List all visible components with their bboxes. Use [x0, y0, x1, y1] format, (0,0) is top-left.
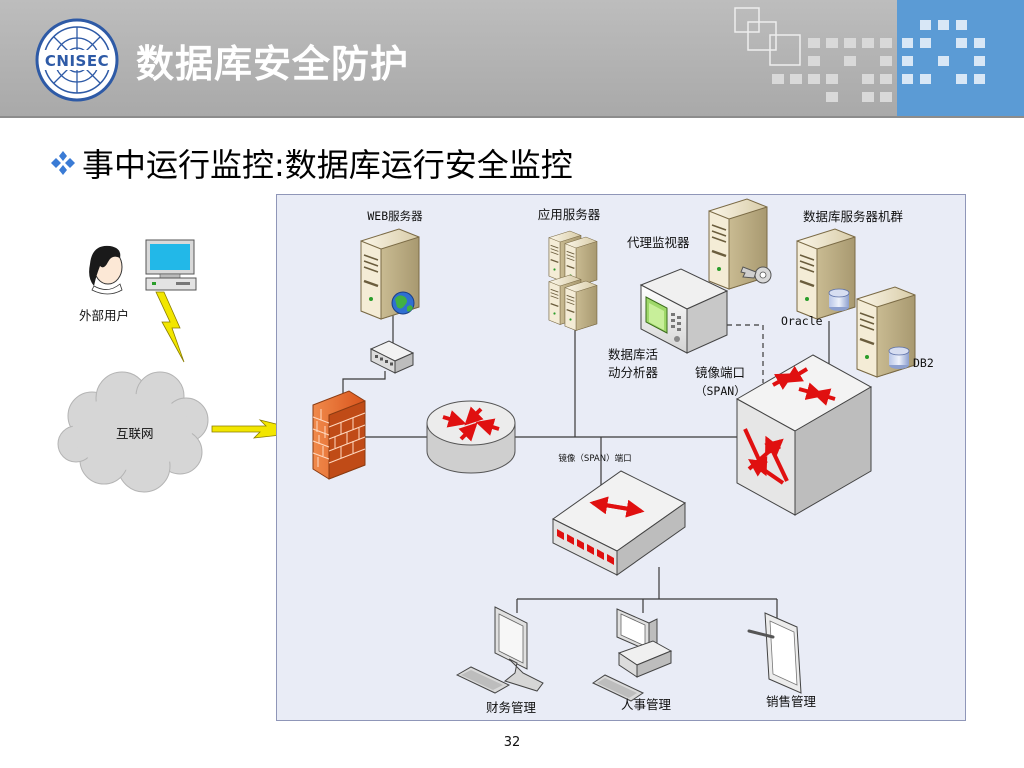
header-accent-block — [897, 0, 1024, 116]
logo-text: CNISEC — [45, 52, 109, 70]
desktop-workstation-icon — [591, 608, 673, 702]
layer3-switch-icon — [735, 354, 873, 516]
link-firewall-hub — [342, 371, 386, 395]
cloud-icon — [57, 371, 209, 493]
mirror-port-label-line2: （SPAN） — [695, 384, 746, 398]
router-icon — [426, 400, 516, 474]
mirror-port-label-line1: 镜像端口 — [695, 365, 746, 380]
database-server-icon — [855, 285, 917, 379]
db-cluster-label: 数据库服务器机群 — [802, 209, 904, 224]
internet-label: 互联网 — [116, 426, 154, 441]
access-switch-icon — [552, 470, 686, 576]
cnisec-logo: CNISEC — [35, 18, 119, 102]
page-number: 32 — [503, 735, 521, 750]
header-decoration — [734, 7, 985, 102]
web-server-label: WEB服务器 — [367, 209, 423, 223]
analyzer-device-icon — [639, 268, 729, 354]
lcd-workstation-icon — [455, 606, 544, 694]
database-server-icon — [795, 227, 857, 321]
user-head-icon — [89, 245, 123, 295]
server-key-icon — [707, 197, 772, 291]
app-server-label: 应用服务器 — [537, 207, 601, 222]
lightning-link-icon — [155, 291, 185, 363]
external-user-label: 外部用户 — [79, 308, 130, 323]
network-diagram: WEB服务器 应用服务器 代理监视器 数据库服务器机群 Oracle DB2 数… — [276, 194, 966, 721]
network-diagram-canvas — [312, 197, 917, 702]
proxy-monitor-label: 代理监视器 — [627, 235, 690, 250]
db2-label: DB2 — [913, 356, 934, 370]
sales-label: 销售管理 — [765, 694, 817, 709]
server-stack-icon — [548, 230, 598, 332]
span-mirror-link — [727, 324, 764, 383]
desktop-computer-icon — [145, 239, 197, 291]
hub-icon — [369, 340, 415, 374]
page-title: 数据库安全防护 — [136, 42, 410, 86]
access-switch-label: 镜像（SPAN）端口 — [558, 454, 632, 464]
bullet-line: 事中运行监控:数据库运行安全监控 — [50, 140, 573, 186]
finance-label: 财务管理 — [485, 700, 537, 715]
header-divider — [0, 116, 1024, 118]
hr-label: 人事管理 — [620, 697, 672, 712]
analyzer-label-line1: 数据库活 — [608, 347, 659, 362]
external-user-group — [89, 239, 197, 363]
analyzer-label-line2: 动分析器 — [608, 365, 659, 380]
firewall-icon — [312, 390, 366, 480]
tablet-icon — [747, 612, 802, 694]
oracle-label: Oracle — [781, 314, 823, 328]
server-globe-icon — [359, 227, 421, 321]
bullet-text: 事中运行监控:数据库运行安全监控 — [82, 146, 573, 184]
diamond-bullet-icon — [51, 151, 75, 175]
